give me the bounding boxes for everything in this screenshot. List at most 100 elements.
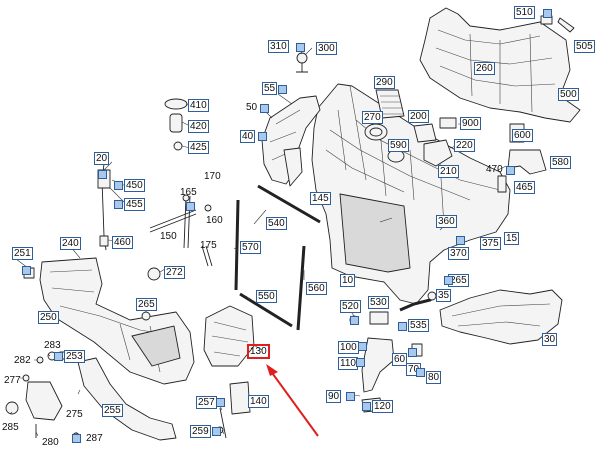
callout-600[interactable]: 600: [512, 129, 533, 142]
callout-287[interactable]: 287: [86, 433, 103, 444]
callout-455[interactable]: 455: [124, 198, 145, 211]
callout-200[interactable]: 200: [408, 110, 429, 123]
callout-145[interactable]: 145: [310, 192, 331, 205]
part-270-seal[interactable]: [364, 123, 388, 141]
part-290-grille[interactable]: [375, 89, 405, 119]
callout-310[interactable]: 310: [268, 40, 289, 53]
callout-520[interactable]: 520: [340, 300, 361, 313]
callout-265b[interactable]: 265: [136, 298, 157, 311]
callout-283[interactable]: 283: [44, 340, 61, 351]
callout-590[interactable]: 590: [388, 139, 409, 152]
callout-240[interactable]: 240: [60, 237, 81, 250]
callout-35[interactable]: 35: [436, 289, 452, 302]
callout-290[interactable]: 290: [374, 76, 395, 89]
callout-260[interactable]: 260: [474, 62, 495, 75]
part-505-clip[interactable]: [557, 17, 575, 33]
callout-55[interactable]: 55: [262, 82, 278, 95]
part-570-seal[interactable]: [234, 199, 240, 291]
callout-255[interactable]: 255: [102, 404, 123, 417]
callout-60[interactable]: 60: [392, 353, 408, 366]
callout-272[interactable]: 272: [164, 266, 185, 279]
callout-160[interactable]: 160: [206, 215, 223, 226]
callout-285[interactable]: 285: [2, 422, 19, 433]
callout-500[interactable]: 500: [558, 88, 579, 101]
part-465-clip[interactable]: [497, 175, 507, 193]
part-257-pin[interactable]: [219, 407, 227, 439]
part-900-bracket[interactable]: [439, 117, 457, 129]
callout-251[interactable]: 251: [12, 247, 33, 260]
callout-505[interactable]: 505: [574, 40, 595, 53]
part-130-air-duct[interactable]: [203, 305, 255, 367]
callout-580[interactable]: 580: [550, 156, 571, 169]
part-60-bracket[interactable]: [361, 337, 395, 393]
callout-120[interactable]: 120: [372, 400, 393, 413]
callout-100[interactable]: 100: [338, 341, 359, 354]
callout-250[interactable]: 250: [38, 311, 59, 324]
part-410-grommet[interactable]: [164, 98, 188, 110]
part-40-headlamp-bracket[interactable]: [261, 95, 321, 187]
callout-410[interactable]: 410: [188, 99, 209, 112]
part-275-bracket[interactable]: [25, 381, 63, 421]
callout-50[interactable]: 50: [246, 102, 258, 113]
callout-560[interactable]: 560: [306, 282, 327, 295]
part-560-seal[interactable]: [296, 245, 306, 331]
part-250-lower-crossmember[interactable]: [39, 257, 195, 385]
callout-257[interactable]: 257: [196, 396, 217, 409]
callout-210[interactable]: 210: [438, 165, 459, 178]
part-550-seal[interactable]: [239, 292, 293, 328]
part-150-strut[interactable]: [149, 194, 213, 267]
callout-570[interactable]: 570: [240, 241, 261, 254]
callout-275[interactable]: 275: [66, 409, 83, 420]
callout-170[interactable]: 170: [204, 171, 221, 182]
part-35-clip[interactable]: [427, 291, 437, 301]
callout-277[interactable]: 277: [4, 375, 21, 386]
callout-900[interactable]: 900: [460, 117, 481, 130]
callout-220[interactable]: 220: [454, 139, 475, 152]
part-260-upper-rail[interactable]: [419, 7, 581, 123]
part-140-bracket[interactable]: [229, 381, 251, 415]
callout-370[interactable]: 370: [448, 247, 469, 260]
part-265-bolt[interactable]: [141, 311, 151, 321]
part-540-seal[interactable]: [257, 184, 321, 224]
callout-460[interactable]: 460: [112, 236, 133, 249]
callout-550[interactable]: 550: [256, 290, 277, 303]
callout-465[interactable]: 465: [514, 181, 535, 194]
part-272-plug[interactable]: [147, 267, 161, 281]
callout-530[interactable]: 530: [368, 296, 389, 309]
part-530-bracket[interactable]: [369, 311, 389, 325]
callout-510[interactable]: 510: [514, 6, 535, 19]
callout-150[interactable]: 150: [160, 231, 177, 242]
callout-470[interactable]: 470: [486, 164, 503, 175]
callout-450[interactable]: 450: [124, 179, 145, 192]
callout-420[interactable]: 420: [188, 120, 209, 133]
callout-253[interactable]: 253: [64, 350, 85, 363]
callout-540[interactable]: 540: [266, 217, 287, 230]
part-200-module[interactable]: [413, 123, 437, 143]
callout-80[interactable]: 80: [426, 371, 442, 384]
part-300-bracket[interactable]: [296, 52, 308, 73]
callout-535[interactable]: 535: [408, 319, 429, 332]
callout-375[interactable]: 375: [480, 237, 501, 250]
part-210-220-bracket[interactable]: [423, 139, 453, 167]
callout-40[interactable]: 40: [240, 130, 256, 143]
part-285-cap[interactable]: [5, 401, 19, 415]
callout-10[interactable]: 10: [340, 274, 356, 287]
part-30-side-bracket[interactable]: [439, 289, 563, 345]
callout-110[interactable]: 110: [338, 357, 358, 370]
callout-130-selected[interactable]: 130: [247, 344, 270, 359]
callout-259[interactable]: 259: [190, 425, 211, 438]
callout-300[interactable]: 300: [316, 42, 337, 55]
callout-90[interactable]: 90: [326, 390, 342, 403]
callout-270[interactable]: 270: [362, 111, 383, 124]
callout-140[interactable]: 140: [248, 395, 269, 408]
callout-165[interactable]: 165: [180, 187, 197, 198]
callout-425[interactable]: 425: [188, 141, 209, 154]
callout-175[interactable]: 175: [200, 240, 217, 251]
part-420-bolt[interactable]: [169, 113, 183, 133]
callout-280[interactable]: 280: [42, 437, 59, 448]
callout-15[interactable]: 15: [504, 232, 520, 245]
callout-282[interactable]: 282: [14, 355, 31, 366]
part-425-nut[interactable]: [173, 141, 183, 151]
part-255-lower-trim[interactable]: [77, 357, 177, 441]
callout-20[interactable]: 20: [94, 152, 110, 165]
